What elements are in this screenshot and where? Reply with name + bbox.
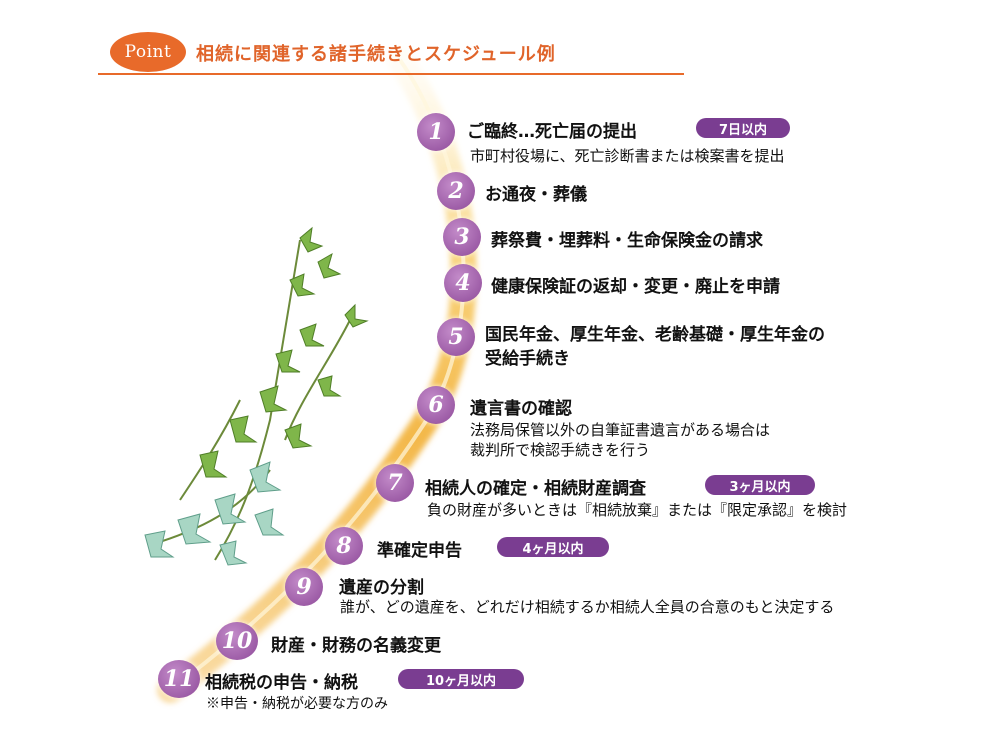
step-title-6: 遺言書の確認 <box>470 399 572 419</box>
step-desc-11: ※申告・納税が必要な方のみ <box>206 696 388 712</box>
section-header: Point 相続に関連する諸手続きとスケジュール例 <box>98 30 684 76</box>
step-desc-6-line1: 法務局保管以外の自筆証書遺言がある場合は <box>470 421 771 439</box>
step-title-9: 遺産の分割 <box>339 578 424 598</box>
step-title-8: 準確定申告 <box>377 541 462 561</box>
step-desc-6-line2: 裁判所で検認手続きを行う <box>470 441 651 459</box>
step-title-2: お通夜・葬儀 <box>485 185 587 205</box>
step-number-8: 8 <box>325 527 363 565</box>
header-rule <box>98 73 684 75</box>
step-title-4: 健康保険証の返却・変更・廃止を申請 <box>491 277 780 297</box>
step-title-7: 相続人の確定・相続財産調査 <box>425 479 646 499</box>
deadline-badge-11: 10ヶ月以内 <box>398 669 524 689</box>
step-number-10: 10 <box>216 622 258 660</box>
deadline-badge-8: 4ヶ月以内 <box>497 537 609 557</box>
step-number-6: 6 <box>417 386 455 424</box>
deadline-badge-1: 7日以内 <box>696 118 790 138</box>
step-number-2: 2 <box>437 172 475 210</box>
step-number-7: 7 <box>376 464 414 502</box>
step-number-3: 3 <box>443 218 481 256</box>
step-number-5: 5 <box>437 318 475 356</box>
step-desc-7: 負の財産が多いときは『相続放棄』または『限定承認』を検討 <box>427 501 848 519</box>
step-number-9: 9 <box>285 568 323 606</box>
step-title-5: 国民年金、厚生年金、老齢基礎・厚生年金の <box>485 325 825 345</box>
step-number-1: 1 <box>417 113 455 151</box>
step-title-3: 葬祭費・埋葬料・生命保険金の請求 <box>491 231 763 251</box>
step-desc-9: 誰が、どの遺産を、どれだけ相続するか相続人全員の合意のもと決定する <box>340 598 835 616</box>
step-number-11: 11 <box>158 660 200 698</box>
step-title-10: 財産・財務の名義変更 <box>271 636 441 656</box>
deadline-badge-7: 3ヶ月以内 <box>705 475 815 495</box>
point-badge: Point <box>110 32 186 72</box>
step-title-11: 相続税の申告・納税 <box>205 673 358 693</box>
step-title-5-line2: 受給手続き <box>485 349 570 369</box>
step-number-4: 4 <box>444 264 482 302</box>
step-title-1: ご臨終…死亡届の提出 <box>467 122 637 142</box>
step-desc-1: 市町村役場に、死亡診断書または検案書を提出 <box>470 147 785 165</box>
page-title: 相続に関連する諸手続きとスケジュール例 <box>196 44 556 65</box>
